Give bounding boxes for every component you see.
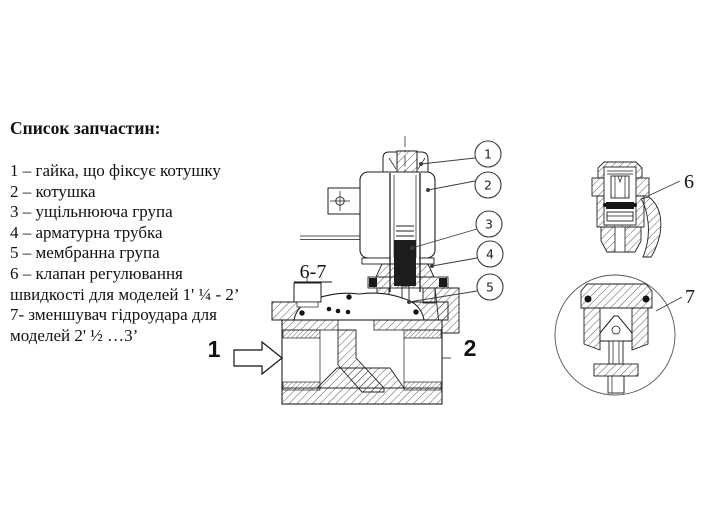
flow-direction-arrow-icon bbox=[233, 340, 283, 376]
parts-list: Список запчастин: 1 – гайка, що фіксує к… bbox=[10, 118, 270, 346]
coil-wire bbox=[300, 235, 360, 240]
parts-list-line: 7- зменшувач гідроудара для bbox=[10, 305, 217, 325]
callout-5: 5 bbox=[476, 273, 504, 301]
svg-text:3: 3 bbox=[485, 217, 493, 232]
svg-text:6: 6 bbox=[684, 171, 694, 193]
callout-3: 3 bbox=[475, 210, 503, 238]
detail-7-label: 7 bbox=[655, 286, 695, 312]
valve-body bbox=[281, 319, 443, 405]
callout-leaders bbox=[407, 157, 478, 304]
outlet-label: 2 bbox=[464, 335, 477, 361]
svg-text:1: 1 bbox=[484, 147, 492, 162]
svg-text:7: 7 bbox=[685, 286, 695, 308]
parts-list-line: швидкості для моделей 1' ¼ - 2’ bbox=[10, 284, 240, 304]
detail-6-drawing bbox=[591, 161, 662, 258]
detail-7-drawing bbox=[554, 274, 676, 396]
svg-text:6-7: 6-7 bbox=[300, 261, 327, 283]
svg-text:2: 2 bbox=[484, 178, 492, 193]
electrical-connector bbox=[300, 187, 361, 240]
inlet-label: 1 bbox=[208, 336, 221, 362]
svg-text:4: 4 bbox=[486, 247, 494, 262]
coil-retaining-nut bbox=[382, 150, 429, 174]
parts-list-line: моделей 2' ½ …3’ bbox=[10, 325, 139, 345]
parts-list-line: 4 – арматурна трубка bbox=[10, 222, 163, 242]
callout-2: 2 bbox=[474, 171, 502, 199]
parts-list-line: 5 – мембранна група bbox=[10, 243, 160, 263]
svg-text:5: 5 bbox=[486, 280, 494, 295]
parts-list-line: 3 – ущільнююча група bbox=[10, 202, 173, 222]
section-6-7-label: 6-7 bbox=[294, 261, 332, 283]
parts-list-line: 2 – котушка bbox=[10, 181, 96, 201]
callout-1: 1 bbox=[474, 140, 502, 168]
parts-list-line: 6 – клапан регулювання bbox=[10, 263, 183, 283]
callout-4: 4 bbox=[476, 240, 504, 268]
detail-6-label: 6 bbox=[647, 171, 694, 197]
parts-list-line: 1 – гайка, що фіксує котушку bbox=[10, 161, 221, 180]
speed-control-boss bbox=[293, 282, 351, 315]
parts-list-title: Список запчастин: bbox=[10, 118, 161, 138]
